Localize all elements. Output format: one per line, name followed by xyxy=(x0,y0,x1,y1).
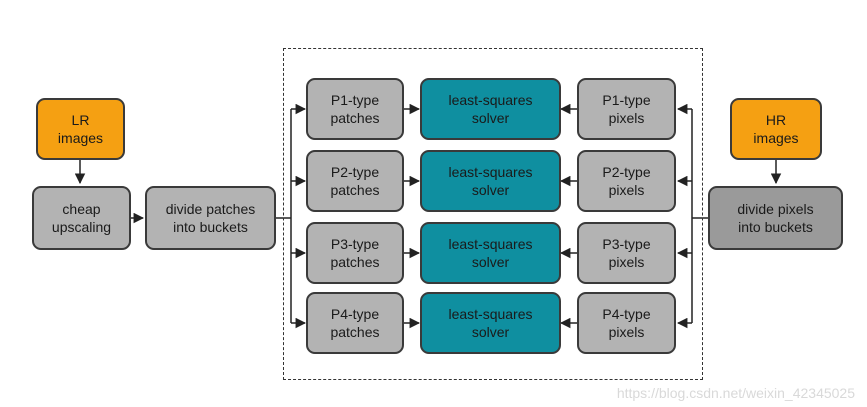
p3-patches-box: P3-type patches xyxy=(306,222,404,284)
p1-patches-box: P1-type patches xyxy=(306,78,404,140)
watermark: https://blog.csdn.net/weixin_42345025 xyxy=(616,385,855,401)
p4-patches-box: P4-type patches xyxy=(306,292,404,354)
solver-1-box: least-squares solver xyxy=(420,78,561,140)
p3-pixels-box: P3-type pixels xyxy=(577,222,676,284)
p2-pixels-box: P2-type pixels xyxy=(577,150,676,212)
solver-3-box: least-squares solver xyxy=(420,222,561,284)
cheap-upscaling-box: cheap upscaling xyxy=(32,186,131,250)
bucket-group-frame xyxy=(283,48,703,380)
solver-4-box: least-squares solver xyxy=(420,292,561,354)
divide-patches-box: divide patches into buckets xyxy=(145,186,276,250)
p1-pixels-box: P1-type pixels xyxy=(577,78,676,140)
lr-images-box: LR images xyxy=(36,98,125,160)
p4-pixels-box: P4-type pixels xyxy=(577,292,676,354)
divide-pixels-box: divide pixels into buckets xyxy=(708,186,843,250)
p2-patches-box: P2-type patches xyxy=(306,150,404,212)
solver-2-box: least-squares solver xyxy=(420,150,561,212)
hr-images-box: HR images xyxy=(730,98,822,160)
